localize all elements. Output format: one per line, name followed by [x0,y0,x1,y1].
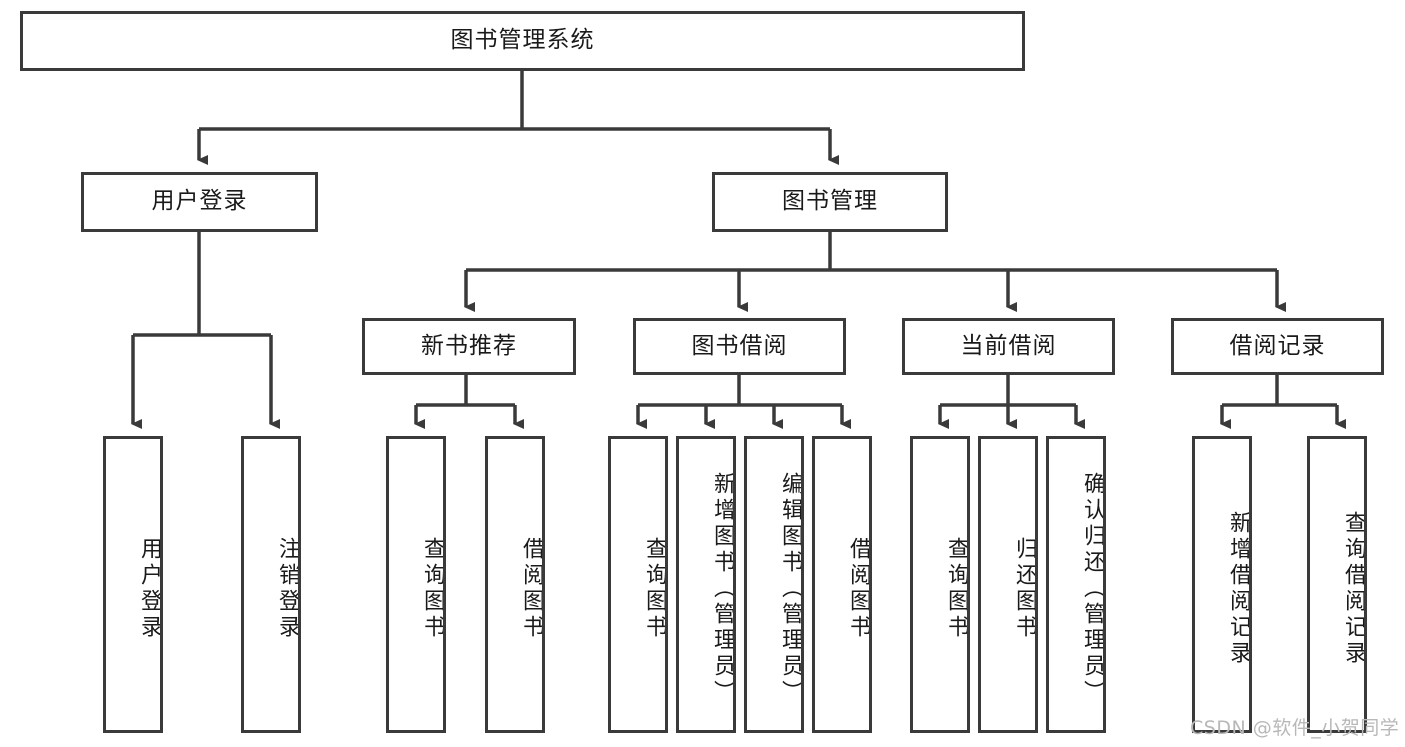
node-new-book-recommend[interactable]: 新书推荐 [362,318,576,375]
leaf-nb-borrow-book-label: 借阅图书 [519,536,544,641]
leaf-cu-confirm-return-label: 确认归还（管理员） [1080,471,1105,706]
leaf-re-query-record[interactable]: 查询借阅记录 [1307,436,1367,733]
leaf-cu-query-book[interactable]: 查询图书 [910,436,970,733]
node-book-management-label: 图书管理 [782,188,878,215]
leaf-re-query-record-label: 查询借阅记录 [1341,510,1366,667]
leaf-cu-return-book[interactable]: 归还图书 [978,436,1038,733]
leaf-cu-query-book-label: 查询图书 [944,536,969,641]
node-root[interactable]: 图书管理系统 [20,11,1025,71]
leaf-user-login[interactable]: 用户登录 [103,436,163,733]
leaf-nb-query-book-label: 查询图书 [420,536,445,641]
node-new-book-recommend-label: 新书推荐 [421,332,517,359]
node-borrow-records-label: 借阅记录 [1229,332,1326,359]
leaf-logout-label: 注销登录 [275,536,300,641]
leaf-cu-confirm-return[interactable]: 确认归还（管理员） [1046,436,1106,733]
leaf-nb-borrow-book[interactable]: 借阅图书 [485,436,545,733]
leaf-bo-edit-book[interactable]: 编辑图书（管理员） [744,436,804,733]
leaf-re-add-record[interactable]: 新增借阅记录 [1192,436,1252,733]
leaf-user-login-label: 用户登录 [137,536,162,641]
leaf-bo-query-book[interactable]: 查询图书 [608,436,668,733]
leaf-bo-borrow-book[interactable]: 借阅图书 [812,436,872,733]
leaf-logout[interactable]: 注销登录 [241,436,301,733]
watermark-text: CSDN @软件_小贺同学 [1190,717,1400,739]
node-user-login-label: 用户登录 [151,188,248,215]
leaf-bo-query-book-label: 查询图书 [642,536,667,641]
leaf-bo-borrow-book-label: 借阅图书 [846,536,871,641]
node-current-borrow-label: 当前借阅 [960,332,1057,359]
node-book-borrow-label: 图书借阅 [691,332,788,359]
leaf-bo-add-book[interactable]: 新增图书（管理员） [676,436,736,733]
node-book-borrow[interactable]: 图书借阅 [633,318,846,375]
node-user-login[interactable]: 用户登录 [81,172,318,232]
leaf-cu-return-book-label: 归还图书 [1012,536,1037,641]
node-book-management[interactable]: 图书管理 [712,172,948,232]
leaf-nb-query-book[interactable]: 查询图书 [386,436,446,733]
leaf-bo-edit-book-label: 编辑图书（管理员） [778,471,803,706]
node-borrow-records[interactable]: 借阅记录 [1171,318,1384,375]
node-current-borrow[interactable]: 当前借阅 [902,318,1115,375]
leaf-re-add-record-label: 新增借阅记录 [1226,510,1251,667]
leaf-bo-add-book-label: 新增图书（管理员） [710,471,735,706]
node-root-label: 图书管理系统 [450,27,595,54]
